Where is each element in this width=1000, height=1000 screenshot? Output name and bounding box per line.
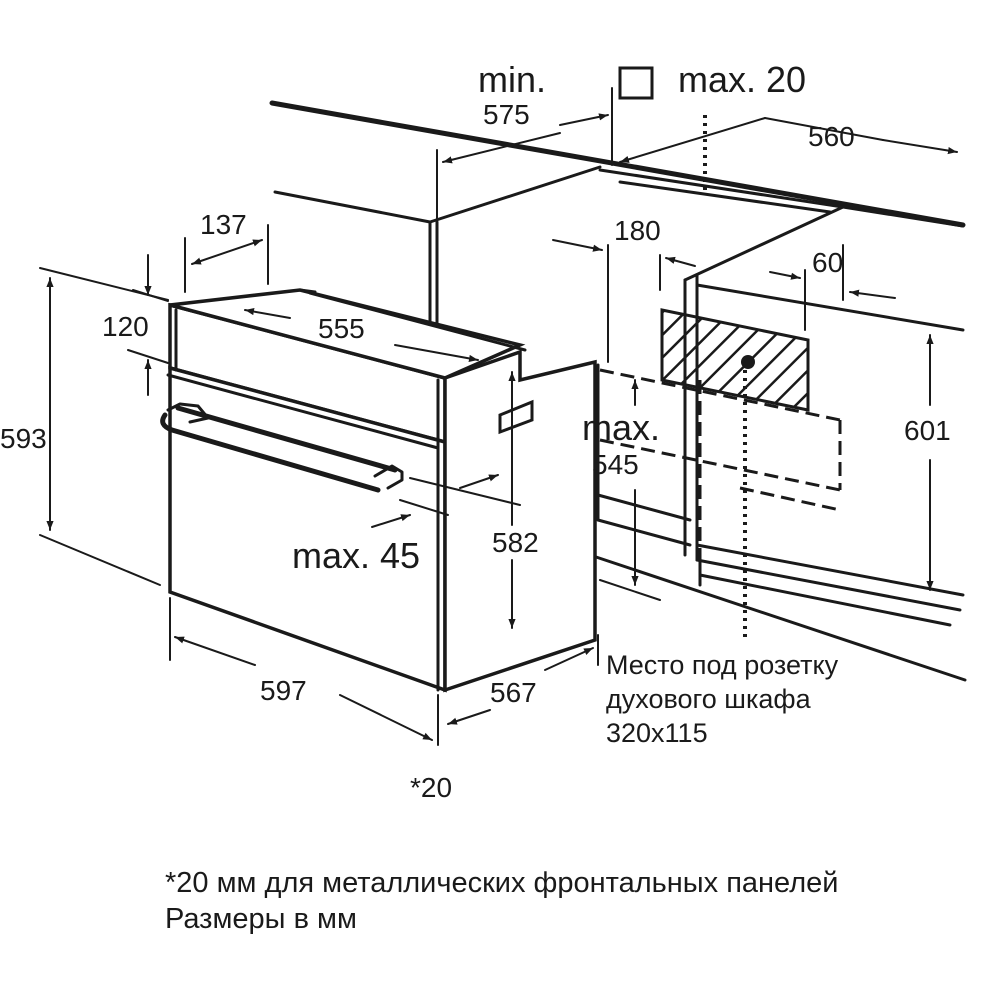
dim-567: 567 <box>490 677 537 708</box>
footnote-metal-panels: *20 мм для металлических фронтальных пан… <box>165 867 838 899</box>
dim-180: 180 <box>614 215 661 246</box>
dim-120: 120 <box>102 311 149 342</box>
dim-575: 575 <box>483 99 530 130</box>
dim-545: 545 <box>592 449 639 480</box>
min-label: min. <box>478 59 546 100</box>
socket-note-line2: духового шкафа <box>606 684 812 714</box>
dim-137: 137 <box>200 209 247 240</box>
footnote-units: Размеры в мм <box>165 903 357 935</box>
max-20-label: max. 20 <box>678 59 806 100</box>
max-45-label: max. 45 <box>292 535 420 576</box>
countertop <box>269 100 966 228</box>
cabinet <box>273 165 967 682</box>
dim-560: 560 <box>808 121 855 152</box>
dim-20-star: *20 <box>410 772 452 803</box>
dim-555: 555 <box>318 313 365 344</box>
socket-note-line3: 320x115 <box>606 718 708 748</box>
socket-note-line1: Место под розетку <box>606 650 839 680</box>
dim-60: 60 <box>812 247 843 278</box>
dimension-lines <box>39 87 958 746</box>
dim-582: 582 <box>492 527 539 558</box>
oven <box>160 288 597 693</box>
dim-601: 601 <box>904 415 951 446</box>
dim-593: 593 <box>0 423 47 454</box>
dashed-outlines <box>599 115 842 640</box>
small-square-icon <box>618 66 654 100</box>
max-label: max. <box>582 407 660 448</box>
dim-597: 597 <box>260 675 307 706</box>
